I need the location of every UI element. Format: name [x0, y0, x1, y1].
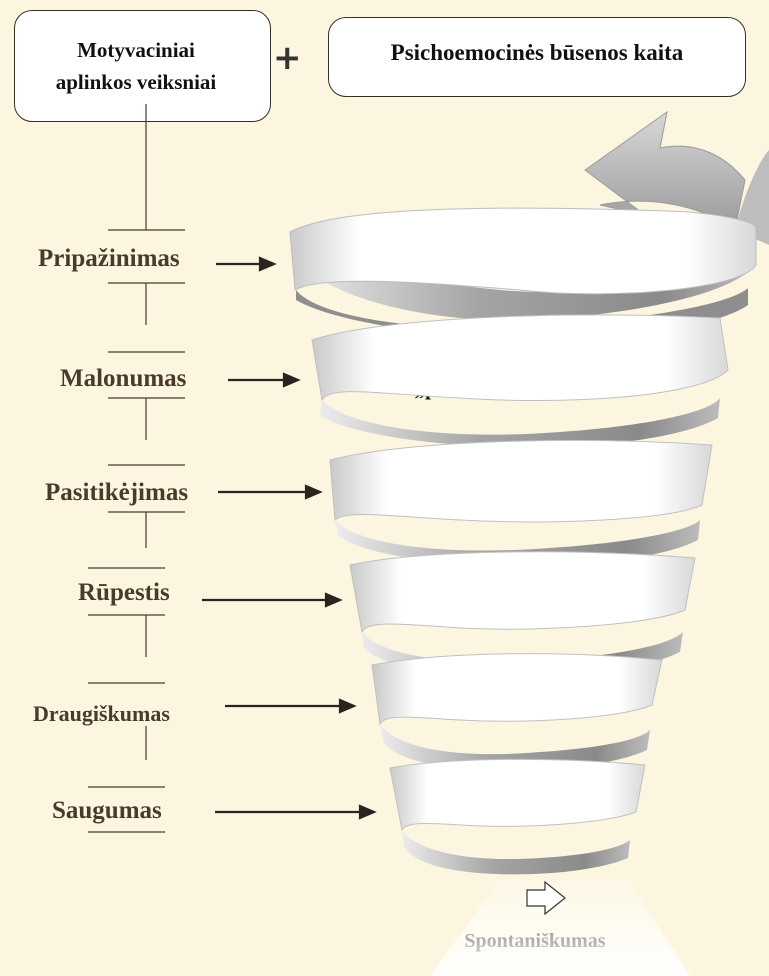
spiral-tier-1-shadow [296, 288, 748, 341]
arrow-3-head [306, 486, 320, 498]
spiral-tier-5-shadow [380, 724, 650, 770]
arrow-6-head [360, 806, 374, 818]
arrow-1-head [260, 258, 274, 270]
right-header-text: Psichoemocinės būsenos kaita [328, 40, 746, 66]
top-curved-arrow [585, 112, 745, 230]
arrow-4-head [326, 594, 340, 606]
spiral-text-3: Relaksacija, atsigavimas [370, 469, 690, 491]
spiral-text-2a: Žinių perėmimas kaip [350, 342, 620, 367]
spiral-text-5b: mažėjimas, kartasis [400, 693, 660, 713]
top-arrow-tail [735, 150, 769, 245]
spiral-text-6a: Emocinis ir fizinis [415, 775, 645, 793]
bottom-light-beam [430, 880, 690, 976]
level-label-malonumas: Malonumas [60, 365, 186, 393]
level-label-pasitikejimas: Pasitikėjimas [45, 479, 188, 507]
spiral-tier-6-shadow [402, 830, 630, 874]
arrow-5-head [340, 700, 354, 712]
level-label-rupestis: Rūpestis [78, 579, 170, 607]
level-label-draugiskumas: Draugiškumas [33, 701, 170, 727]
spiral-tier-5-front [372, 654, 662, 724]
small-outline-arrow [527, 882, 565, 914]
spiral-tier-3-shadow [335, 520, 700, 566]
left-header-line2: aplinkos veiksniai [30, 70, 242, 95]
arrow-2-head [284, 374, 298, 386]
spiral-text-1: Atsiradęs noras tobulėti [345, 236, 705, 259]
spiral-tier-2-shadow [320, 398, 720, 448]
spiral-text-5a: Emocinės įtampos [400, 667, 660, 687]
level-label-pripazinimas: Pripažinimas [38, 245, 180, 273]
plus-sign: + [273, 38, 302, 78]
left-header-line1: Motyvaciniai [30, 38, 242, 63]
spiral-text-4b: transformacija [388, 592, 693, 610]
spiral-text-4a: Pozityvi emocijų ir jausmų [388, 567, 693, 585]
spiral-text-2b: „pasikrovimas“ [350, 376, 620, 401]
level-label-saugumas: Saugumas [52, 797, 162, 825]
bottom-label: Spontaniškumas [430, 930, 640, 953]
spiral-text-6b: išsikrovimas [415, 802, 645, 820]
